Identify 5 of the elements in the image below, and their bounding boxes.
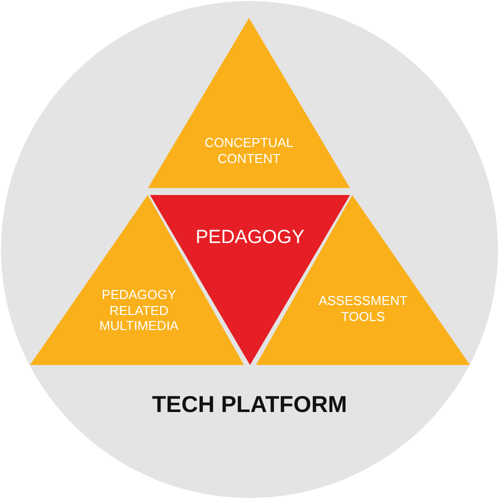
triangle-label: PEDAGOGY RELATED MULTIMEDIA xyxy=(98,287,180,334)
triangle-label: ASSESSMENT TOOLS xyxy=(318,293,408,324)
triangle-label: CONCEPTUAL CONTENT xyxy=(204,135,294,166)
triangle-label: PEDAGOGY xyxy=(194,227,306,250)
platform-title: TECH PLATFORM xyxy=(150,391,348,419)
